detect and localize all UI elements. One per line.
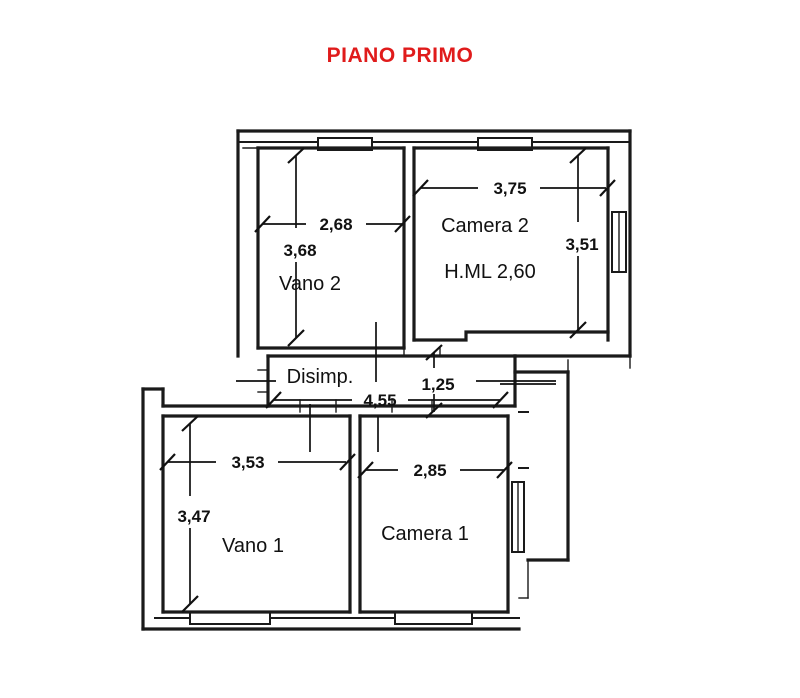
- dimension-label-camera2-width: 3,75: [493, 179, 526, 198]
- dimension-vano2-width: 2,68: [254, 215, 411, 234]
- dimension-label-camera2-height: 3,51: [565, 235, 598, 254]
- dimension-vano1-width: 3,53: [159, 453, 356, 472]
- dimension-vano1-height: 3,47: [177, 415, 211, 613]
- dimension-vano2-height: 3,68: [283, 147, 317, 347]
- dimension-label-disimp-height: 1,25: [421, 375, 454, 394]
- dimension-camera2-width: 3,75: [412, 179, 616, 198]
- lower-bottom-wall-openings: [154, 611, 520, 625]
- room-camera-2-walls: [412, 146, 627, 342]
- dimension-camera2-height: 3,51: [565, 147, 599, 339]
- room-label-vano-1: Vano 1: [222, 535, 284, 557]
- dimension-disimp-width: 4,55: [265, 391, 509, 410]
- room-camera-1-walls: [358, 414, 525, 614]
- room-label-disimp: Disimp.: [287, 366, 354, 388]
- upper-block-outer-walls: [236, 129, 632, 358]
- room-label-vano-2: Vano 2: [279, 273, 341, 295]
- room-label-camera-1: Camera 1: [381, 523, 469, 545]
- dimension-camera1-width: 2,85: [357, 461, 513, 480]
- dimension-label-vano2-width: 2,68: [319, 215, 352, 234]
- room-note-camera-2-height: H.ML 2,60: [444, 261, 536, 283]
- dimension-disimp-height: 1,25: [421, 344, 455, 419]
- reference-leader-lines: [236, 322, 556, 452]
- upper-right-outer-return: [567, 355, 631, 373]
- dimension-label-vano1-width: 3,53: [231, 453, 264, 472]
- room-vano-1-walls: [161, 414, 352, 614]
- dimension-label-disimp-width: 4,55: [363, 391, 396, 410]
- room-vano-2-walls: [242, 146, 406, 350]
- dimension-label-vano1-height: 3,47: [177, 507, 210, 526]
- room-label-camera-2: Camera 2: [441, 215, 529, 237]
- upper-top-wall-openings: [237, 137, 631, 151]
- dimension-label-camera1-width: 2,85: [413, 461, 446, 480]
- balcony-terrace-outline: [513, 370, 570, 599]
- dimension-label-vano2-height: 3,68: [283, 241, 316, 260]
- disimp-door-openings: [299, 399, 433, 413]
- lower-block-outer-walls: [141, 387, 521, 631]
- page-title: PIANO PRIMO: [326, 44, 474, 67]
